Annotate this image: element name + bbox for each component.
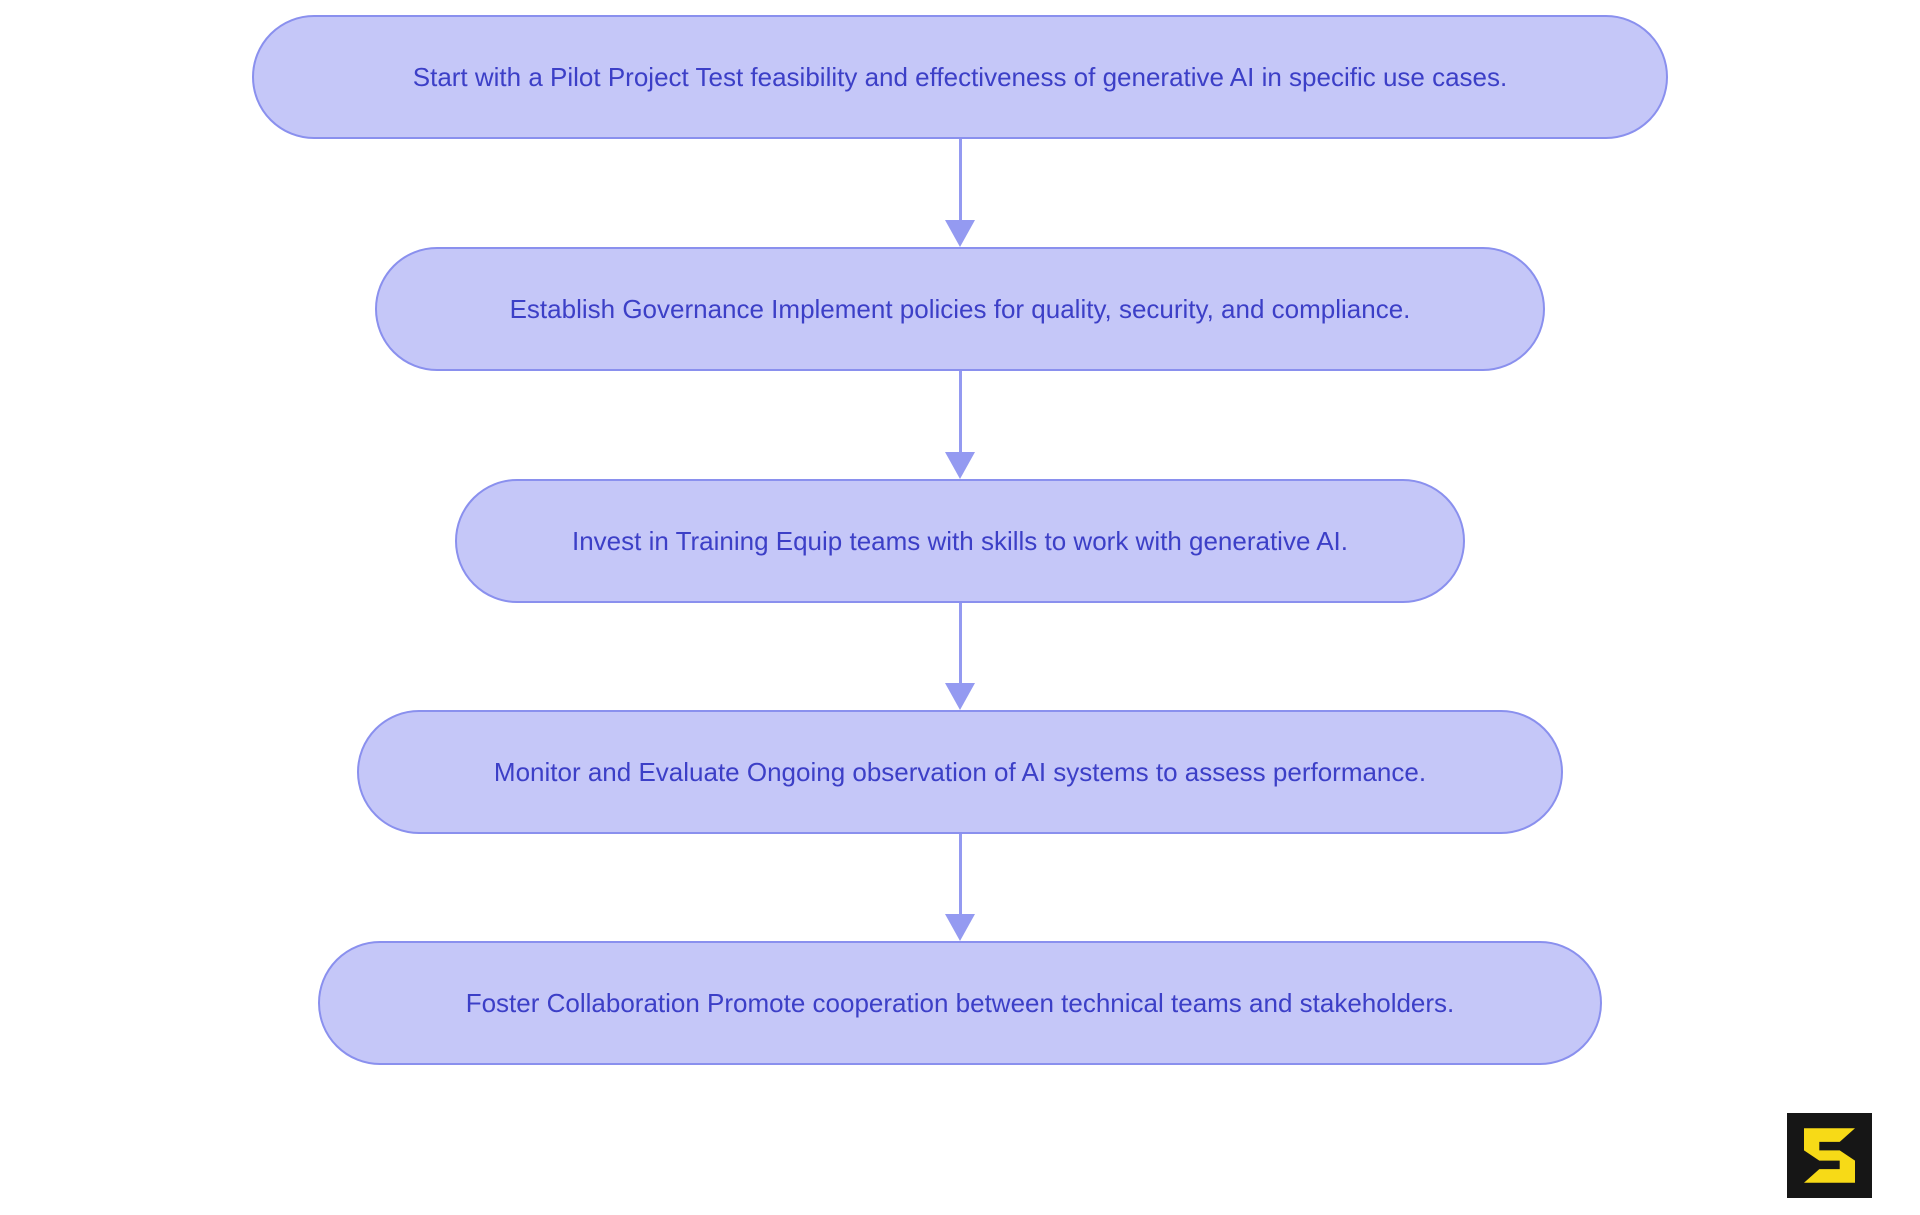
flow-arrow-1-2	[944, 139, 976, 247]
arrow-line	[958, 834, 962, 915]
flow-arrow-2-3	[944, 371, 976, 479]
arrow-down-icon	[945, 452, 975, 479]
arrow-line	[958, 139, 962, 221]
flow-arrow-3-4	[944, 603, 976, 710]
flow-node-label: Foster Collaboration Promote cooperation…	[465, 987, 1455, 1018]
brand-logo	[1787, 1113, 1872, 1198]
flow-node-pilot-project: Start with a Pilot Project Test feasibil…	[252, 15, 1668, 139]
arrow-down-icon	[945, 683, 975, 710]
flow-node-foster-collaboration: Foster Collaboration Promote cooperation…	[318, 941, 1602, 1065]
flow-node-label: Monitor and Evaluate Ongoing observation…	[493, 756, 1427, 787]
s-logo-icon	[1787, 1113, 1872, 1198]
flow-node-label: Establish Governance Implement policies …	[509, 293, 1411, 324]
flow-node-monitor-and-evaluate: Monitor and Evaluate Ongoing observation…	[357, 710, 1563, 834]
flow-node-invest-in-training: Invest in Training Equip teams with skil…	[455, 479, 1465, 603]
arrow-down-icon	[945, 914, 975, 941]
arrow-line	[958, 371, 962, 453]
flow-node-establish-governance: Establish Governance Implement policies …	[375, 247, 1545, 371]
arrow-line	[958, 603, 962, 684]
flow-node-label: Invest in Training Equip teams with skil…	[571, 525, 1348, 556]
flow-node-label: Start with a Pilot Project Test feasibil…	[412, 61, 1508, 92]
arrow-down-icon	[945, 220, 975, 247]
flow-arrow-4-5	[944, 834, 976, 941]
